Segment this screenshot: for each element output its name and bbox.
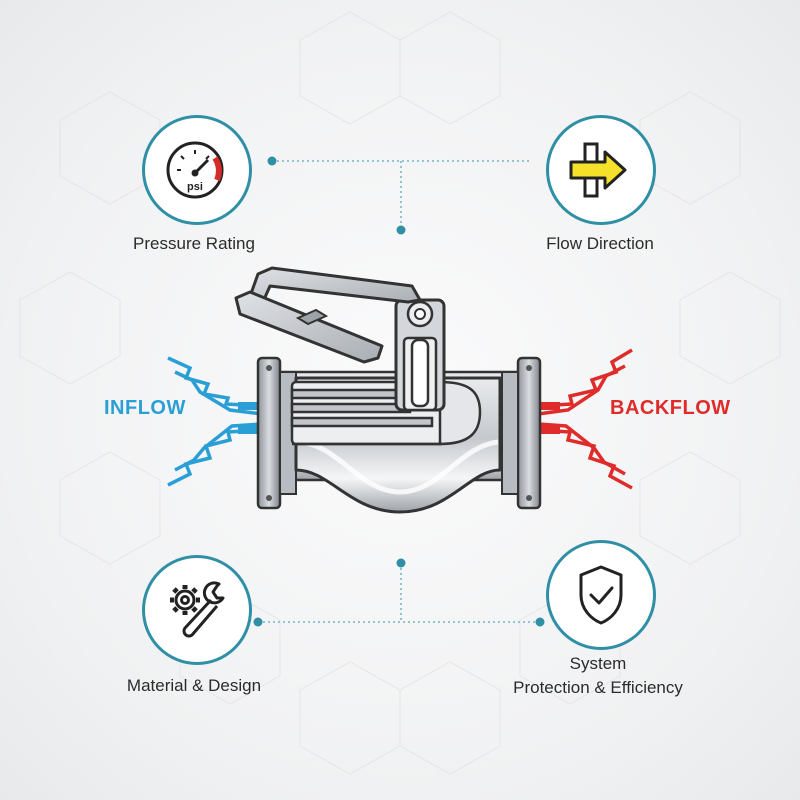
system-protection-icon-circle [546, 540, 656, 650]
gear-wrench-icon [170, 581, 225, 638]
connector-dot [396, 225, 406, 235]
connector-dot [253, 617, 263, 627]
system-protection-label-line1: System [569, 654, 627, 673]
backflow-label: BACKFLOW [610, 397, 731, 419]
inlet-flange [256, 356, 297, 510]
lever-handle [234, 266, 422, 364]
connector-dot [267, 156, 277, 166]
inflow-arrow-heads [238, 402, 262, 434]
backflow-arrow-heads [538, 402, 560, 434]
outlet-flange [501, 356, 542, 510]
material-design-label: Material & Design [126, 676, 262, 695]
pressure-rating-label: Pressure Rating [133, 234, 255, 253]
inflow-label: INFLOW [104, 397, 186, 419]
flow-direction-label: Flow Direction [546, 234, 654, 253]
backflow-zigzag-arrows [537, 348, 633, 490]
stem-housing [394, 298, 446, 412]
flow-arrow-icon [569, 142, 627, 198]
pressure-gauge-icon: psi [166, 141, 224, 199]
connector-dot [396, 558, 406, 568]
shield-check-icon [579, 565, 623, 625]
flow-direction-icon-circle [546, 115, 656, 225]
internal-disc [290, 380, 482, 446]
inflow-zigzag-arrows [167, 356, 263, 487]
system-protection-label-line2: Protection & Efficiency [513, 678, 683, 697]
pressure-rating-icon-circle: psi [142, 115, 252, 225]
connector-lines [258, 160, 540, 623]
pressure-unit-label: psi [187, 181, 203, 193]
material-design-icon-circle [142, 555, 252, 665]
connector-dot [535, 617, 545, 627]
